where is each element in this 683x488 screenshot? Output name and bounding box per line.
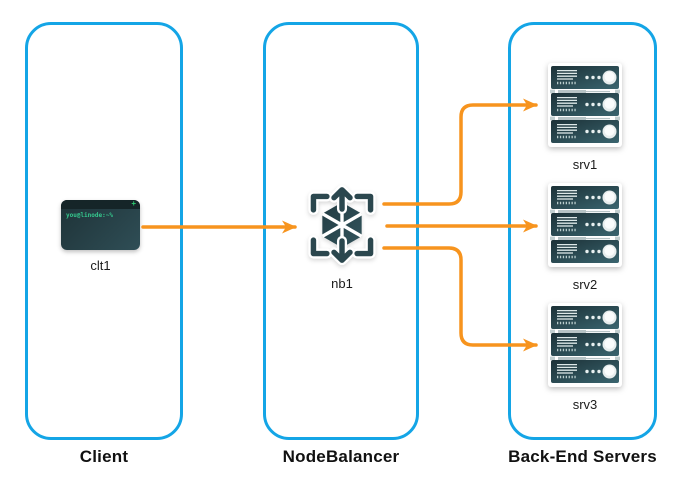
terminal-prompt: you@linode:~%	[66, 212, 113, 219]
server-rack-icon	[548, 183, 622, 267]
terminal-titlebar: +	[61, 199, 140, 209]
server-rack-icon	[548, 63, 622, 147]
terminal-icon: + you@linode:~%	[61, 199, 140, 250]
nodebalancer-column-box	[263, 22, 419, 440]
server-rack-icon	[548, 303, 622, 387]
nodebalancer-column-label: NodeBalancer	[282, 447, 400, 466]
backend-column-label: Back-End Servers	[508, 447, 657, 466]
backend-column-box	[508, 22, 657, 440]
node-label-nb1: nb1	[331, 276, 353, 291]
node-label-clt1: clt1	[90, 258, 111, 273]
node-label-srv2: srv2	[572, 277, 598, 292]
terminal-window-button: +	[131, 199, 136, 208]
nodebalancer-icon	[300, 181, 384, 269]
client-column-box	[25, 22, 183, 440]
node-label-srv1: srv1	[572, 157, 598, 172]
client-column-label: Client	[79, 447, 129, 466]
node-label-srv3: srv3	[572, 397, 598, 412]
